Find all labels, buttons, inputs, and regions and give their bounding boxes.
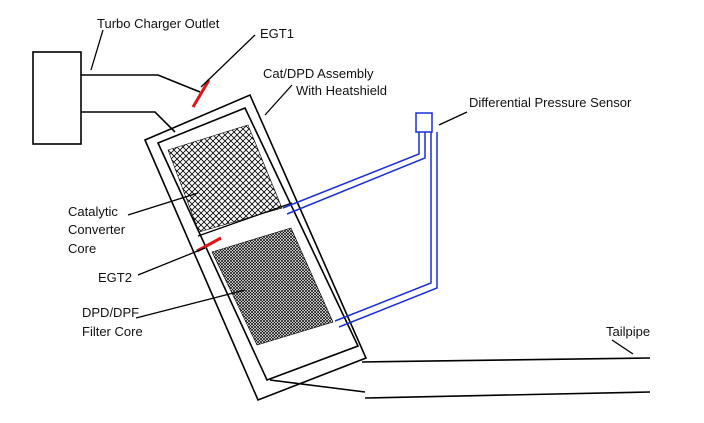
pressure-sensor-lines — [282, 112, 438, 328]
egt2-probe — [196, 236, 222, 253]
catalytic-label-line1: Catalytic — [68, 204, 118, 219]
inlet-pipe-upper — [81, 74, 201, 93]
egt1-probe — [191, 79, 211, 108]
catalytic-label-line3: Core — [68, 241, 96, 256]
inlet-pipe-lower — [81, 111, 176, 133]
tailpipe-label: Tailpipe — [606, 324, 650, 339]
assembly-label-line1: Cat/DPD Assembly — [263, 66, 374, 81]
assembly-label-line2: With Heatshield — [296, 83, 387, 98]
differential-pressure-sensor-box — [415, 112, 433, 133]
turbo-charger-box — [32, 51, 82, 145]
outlet-pipe-lower — [269, 379, 366, 393]
outlet-pipe-upper — [361, 357, 651, 363]
dpf-label-line2: Filter Core — [82, 324, 143, 339]
catalytic-converter-core — [167, 124, 283, 233]
dpf-label-line1: DPD/DPF — [82, 305, 139, 320]
leader-lines — [90, 29, 634, 355]
heatshield-outer — [143, 93, 368, 402]
outlet-pipe-lower-cont — [364, 391, 651, 399]
dpf-filter-core — [211, 227, 334, 346]
egt2-label: EGT2 — [98, 270, 132, 285]
cat-dpd-housing — [156, 106, 360, 382]
differential-pressure-sensor-label: Differential Pressure Sensor — [469, 95, 632, 110]
catalytic-label-line2: Converter — [68, 222, 126, 237]
egt1-label: EGT1 — [260, 26, 294, 41]
turbo-outlet-label: Turbo Charger Outlet — [97, 16, 220, 31]
